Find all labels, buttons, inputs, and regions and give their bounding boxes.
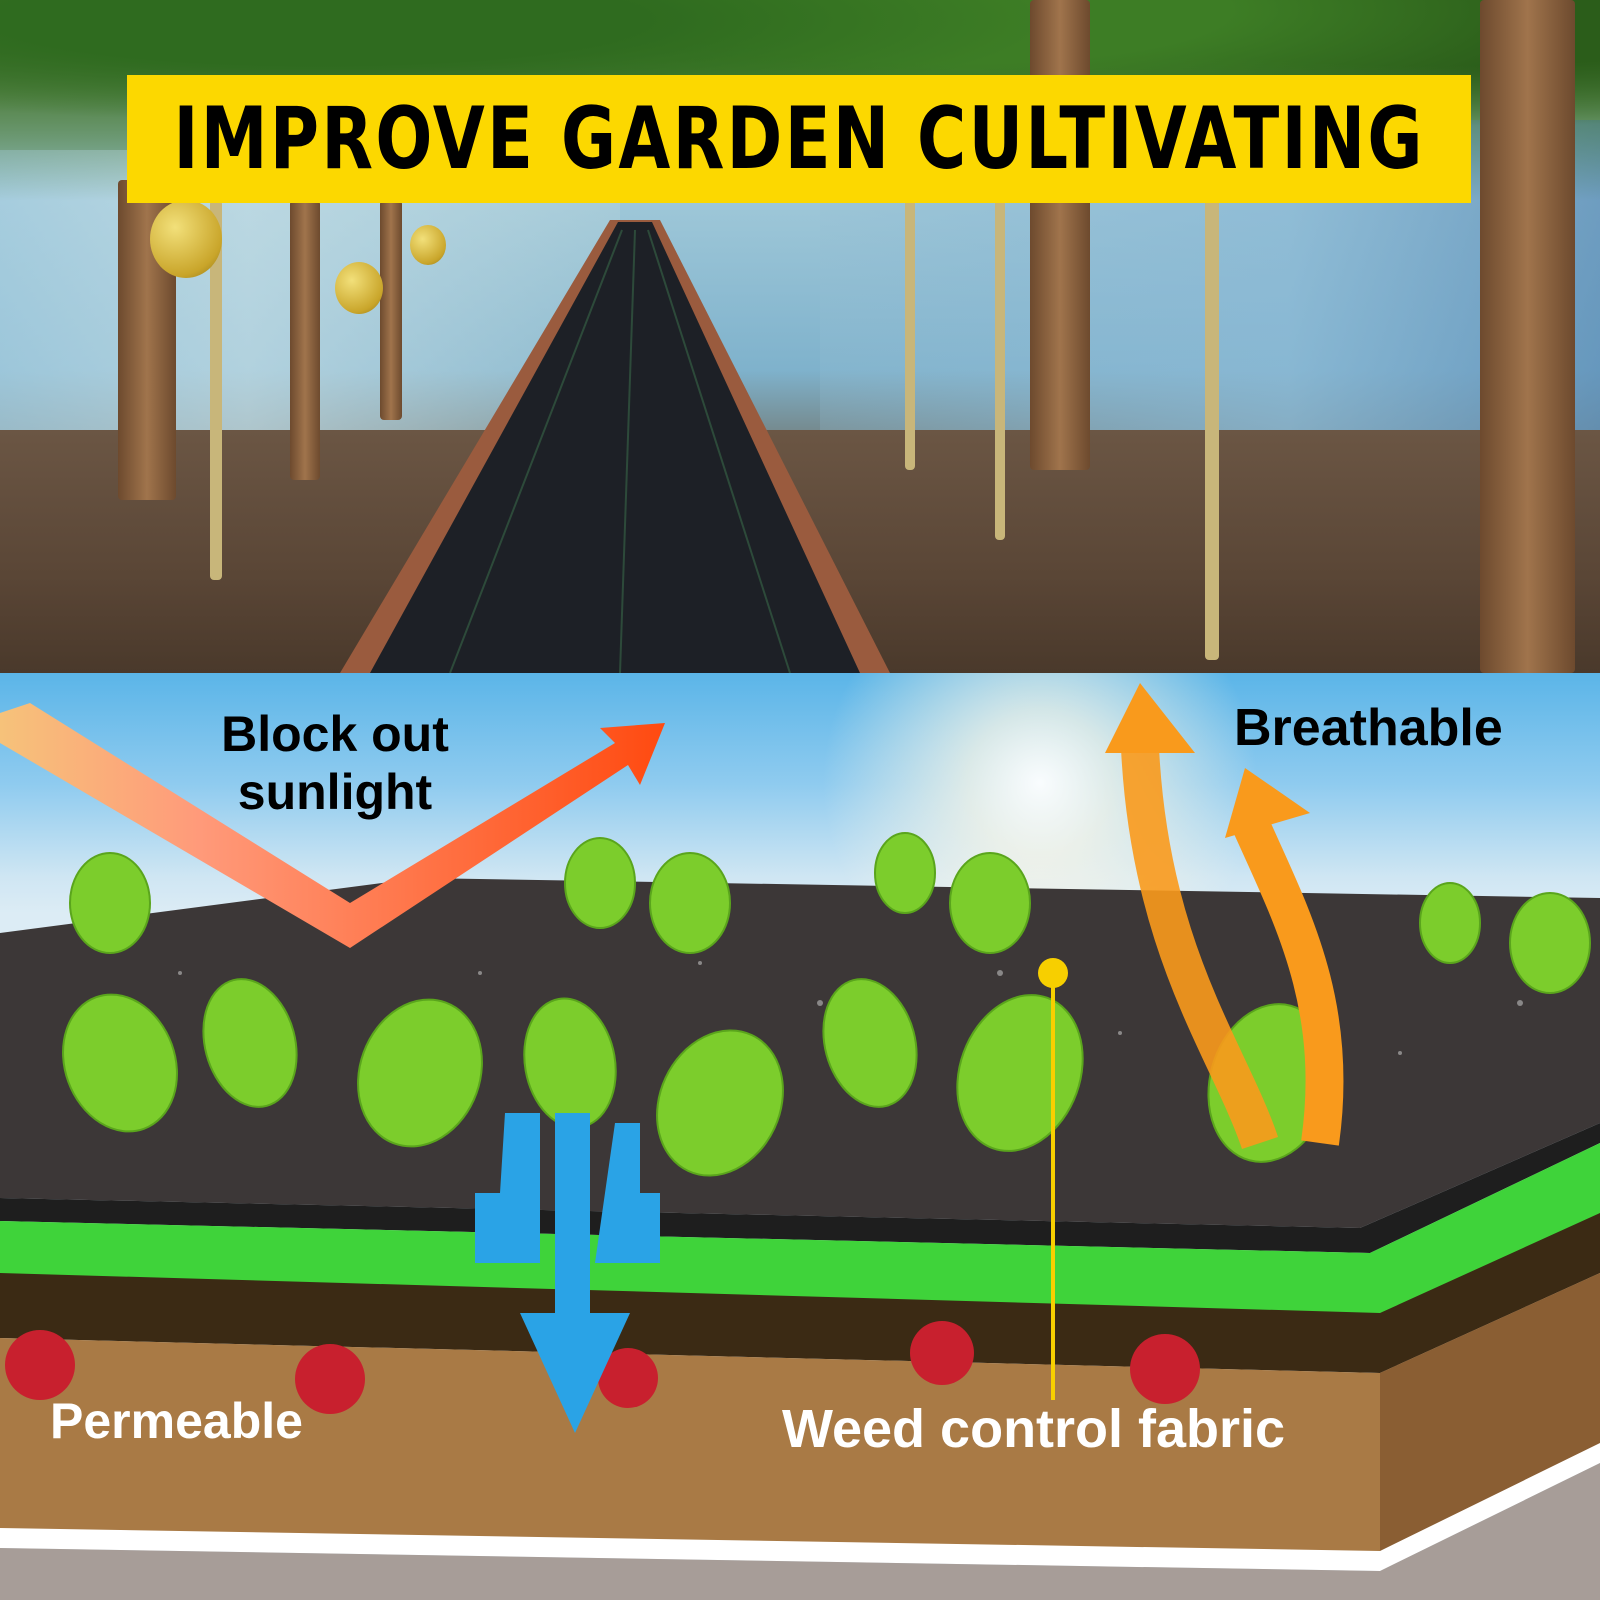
block-sunlight-line1: Block out [221, 706, 449, 762]
weed-fabric-label: Weed control fabric [782, 1399, 1286, 1459]
block-sunlight-line2: sunlight [237, 764, 433, 820]
permeable-label: Permeable [50, 1393, 303, 1449]
wooden-post [290, 200, 320, 480]
bamboo-stake [1205, 190, 1219, 660]
fabric-pointer-line [1051, 975, 1055, 1400]
bamboo-stake [905, 200, 915, 470]
breathable-label: Breathable [1234, 699, 1503, 757]
wooden-post [380, 200, 402, 420]
fabric-diagram [0, 673, 1600, 1600]
headline-text: IMPROVE GARDEN CULTIVATING [173, 89, 1425, 189]
melon [335, 262, 383, 314]
melon [150, 200, 222, 278]
melon [410, 225, 446, 265]
headline-banner: IMPROVE GARDEN CULTIVATING [127, 75, 1471, 203]
wooden-post [1030, 0, 1090, 470]
wooden-post [1480, 0, 1575, 673]
block-sunlight-label: Block out sunlight [200, 705, 470, 821]
fabric-path-graphic [340, 220, 890, 673]
bamboo-stake [210, 200, 222, 580]
bamboo-stake [995, 200, 1005, 540]
fabric-layers-graphic [0, 683, 1600, 1600]
